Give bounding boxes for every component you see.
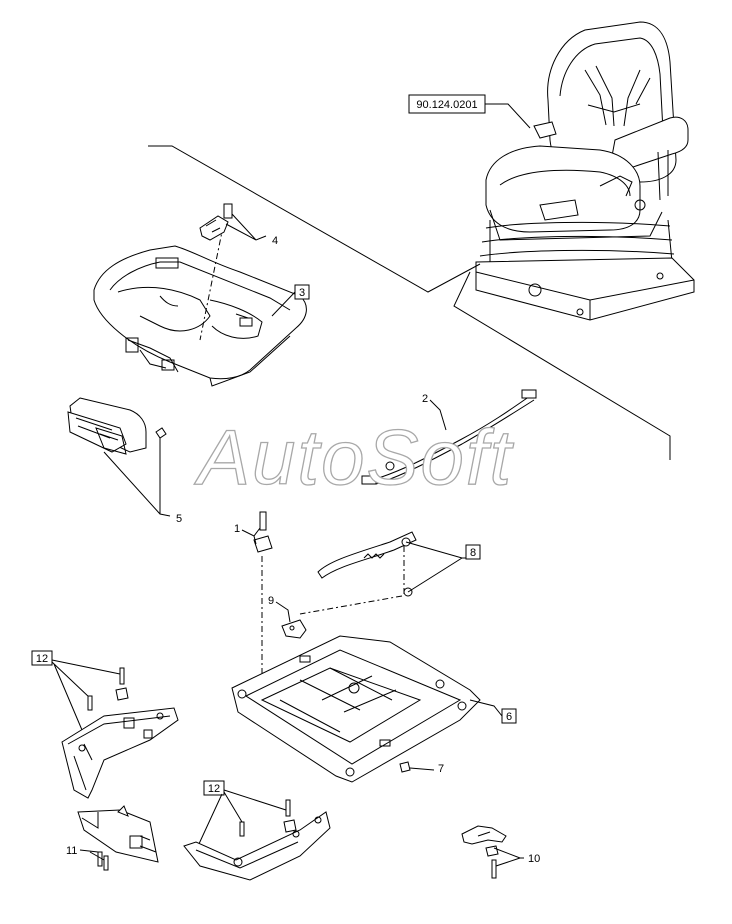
watermark: AutoSoft [194, 413, 515, 501]
callout-6: 6 [506, 711, 512, 723]
assembly-line [453, 271, 671, 460]
seat-assembly [475, 21, 695, 321]
callout-8: 8 [470, 547, 476, 559]
callout-7: 7 [438, 763, 444, 775]
assembly-line [148, 145, 481, 293]
callout-3: 3 [299, 287, 305, 299]
callout-5: 5 [176, 513, 182, 525]
nut-part-7: 7 [399, 761, 444, 775]
callout-2: 2 [422, 393, 428, 405]
base-plate-part-6: 6 [231, 635, 517, 783]
cushion-frame [93, 245, 307, 387]
callout-12-right: 12 [208, 783, 220, 795]
rod-part-8: 8 [317, 531, 481, 597]
callout-12-left: 12 [36, 653, 48, 665]
bracket-part-11: 11 [66, 805, 159, 871]
callout-11: 11 [66, 845, 77, 857]
assembly-dash [199, 211, 227, 341]
side-covers-part-5: 5 [67, 397, 182, 525]
bracket-part-4: 4 [199, 203, 278, 247]
side-panel-left-part-12: 12 [31, 650, 179, 799]
callout-10: 10 [528, 853, 540, 865]
bracket-part-9: 9 [268, 595, 307, 639]
callout-3-box: 3 [271, 284, 310, 317]
callout-4: 4 [272, 235, 278, 247]
assembly-dash [299, 595, 403, 615]
reference-label: 90.124.0201 [408, 94, 531, 129]
clip-part-1: 1 [234, 511, 273, 553]
reference-label-text: 90.124.0201 [416, 99, 477, 111]
cable-part-2: 2 [361, 389, 537, 485]
handle-part-10: 10 [461, 825, 540, 879]
callout-9: 9 [268, 595, 274, 607]
callout-1: 1 [234, 523, 240, 535]
side-panel-right-part-12: 12 [183, 780, 331, 881]
